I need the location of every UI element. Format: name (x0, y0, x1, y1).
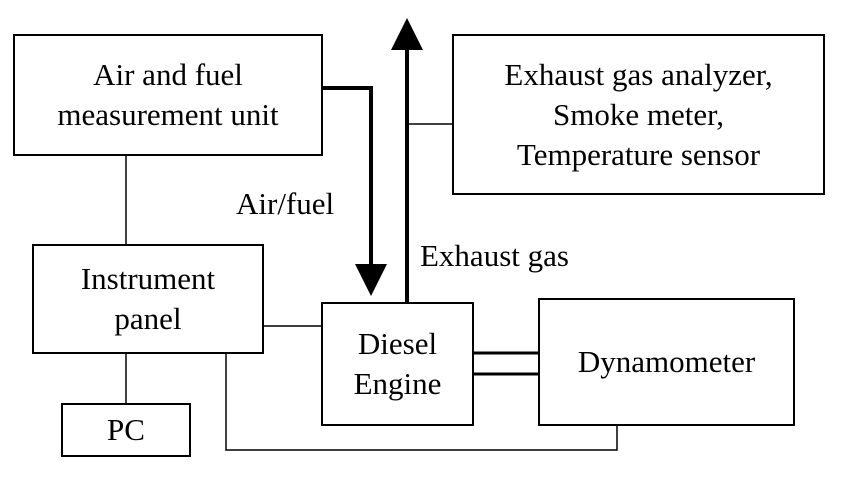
air-fuel-arrow (323, 86, 387, 296)
diesel-engine-box: Diesel Engine (321, 302, 474, 426)
exhaust-analyzer-box: Exhaust gas analyzer, Smoke meter, Tempe… (452, 34, 825, 195)
exhaust-gas-flow-label: Exhaust gas (420, 238, 569, 273)
dynamometer-label: Dynamometer (577, 344, 756, 379)
air-fuel-measurement-unit-label: Air and fuel measurement unit (57, 57, 279, 132)
diesel-engine-label: Diesel Engine (353, 326, 442, 401)
instrument-panel-box: Instrument panel (32, 244, 264, 354)
line-panel-to-dynamometer (225, 354, 618, 451)
pc-label: PC (107, 412, 145, 447)
air-fuel-flow-label: Air/fuel (236, 186, 335, 221)
instrument-panel-label: Instrument panel (80, 261, 216, 336)
dynamometer-box: Dynamometer (538, 298, 795, 426)
air-fuel-measurement-unit-box: Air and fuel measurement unit (13, 34, 323, 156)
pc-box: PC (61, 403, 191, 457)
exhaust-analyzer-label: Exhaust gas analyzer, Smoke meter, Tempe… (504, 56, 773, 172)
